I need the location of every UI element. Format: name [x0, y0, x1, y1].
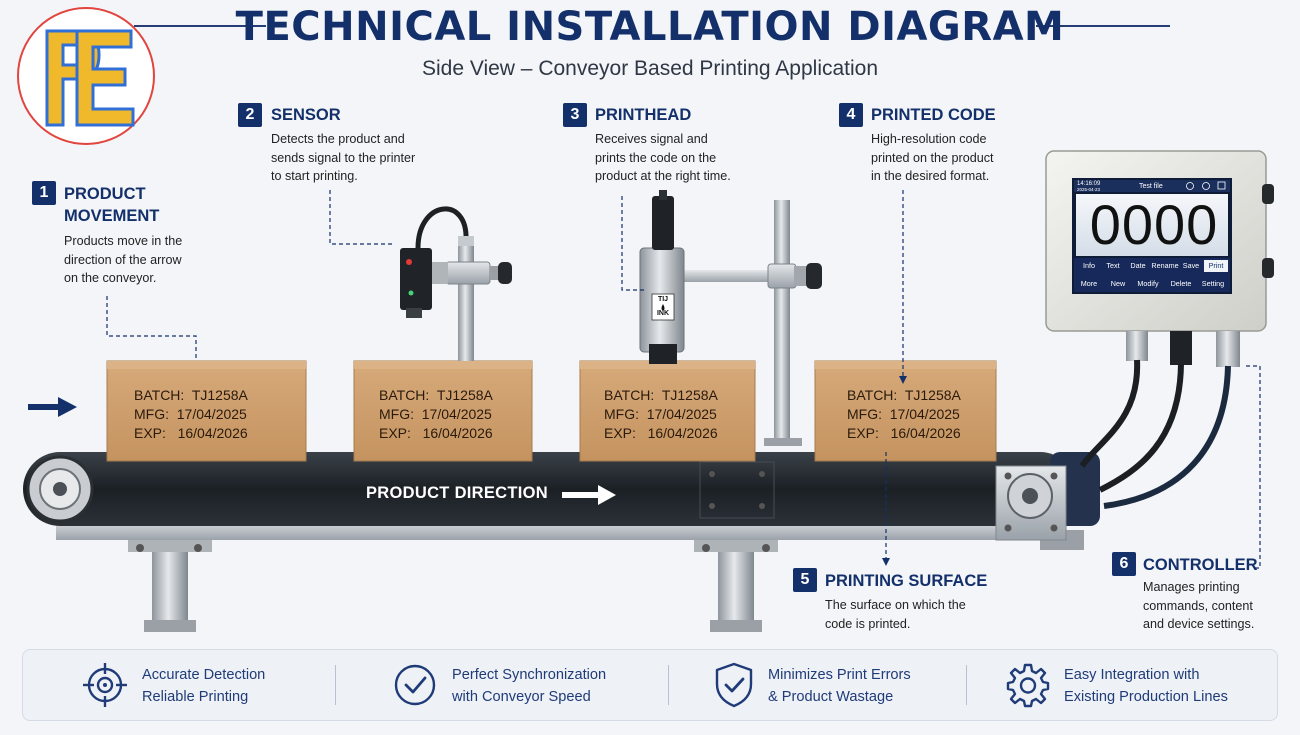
callout-5-title: PRINTING SURFACE — [825, 572, 988, 590]
feature-divider-2 — [668, 665, 669, 705]
controller-btn-info[interactable]: Info — [1083, 261, 1095, 270]
right-pulley-motor — [995, 452, 1100, 541]
features-bar — [22, 649, 1278, 721]
page-title: TECHNICAL INSTALLATION DIAGRAM — [235, 4, 1065, 50]
callout-2-description: Detects the product and sends signal to … — [271, 132, 416, 184]
carton-2-code: BATCH: TJ1258A MFG: 17/04/2025 EXP: 16/0… — [379, 387, 493, 441]
gear-icon — [1006, 663, 1050, 708]
crosshair-icon — [83, 663, 127, 707]
controller-btn-more[interactable]: More — [1080, 279, 1098, 288]
check-circle-icon — [394, 664, 436, 706]
callout-4-title: PRINTED CODE — [871, 106, 996, 124]
carton-1-code: BATCH: TJ1258A MFG: 17/04/2025 EXP: 16/0… — [134, 387, 248, 441]
controller-btn-save[interactable]: Save — [1182, 261, 1200, 270]
incoming-direction-arrow — [28, 397, 77, 417]
page-subtitle: Side View – Conveyor Based Printing Appl… — [421, 57, 879, 80]
controller-date: 2025-04-23 — [1077, 187, 1101, 192]
controller-btn-print[interactable]: Print — [1208, 261, 1224, 270]
callout-1-title: PRODUCT MOVEMENT — [64, 185, 160, 225]
controller-counter: 0000 — [1089, 193, 1219, 256]
printhead-label-line1: TIJ — [657, 296, 669, 303]
printhead-label-line2: INK — [656, 310, 670, 317]
carton-2 — [353, 360, 533, 462]
leader-lines — [106, 190, 1261, 569]
feature-1-text: Accurate Detection Reliable Printing — [142, 667, 266, 705]
callout-1-description: Products move in the direction of the ar… — [64, 234, 183, 286]
feature-3-text: Minimizes Print Errors & Product Wastage — [768, 667, 911, 705]
feature-4-text: Easy Integration with Existing Productio… — [1064, 667, 1228, 705]
callout-2-title: SENSOR — [271, 106, 341, 124]
logo-mark — [45, 29, 135, 127]
feature-divider-3 — [966, 665, 967, 705]
printhead-unit — [639, 190, 822, 446]
callout-1-badge: 1 — [32, 181, 56, 205]
belt-direction-arrow — [562, 485, 616, 505]
carton-3-code: BATCH: TJ1258A MFG: 17/04/2025 EXP: 16/0… — [604, 387, 718, 441]
left-pulley — [26, 455, 94, 523]
callout-4-description: High-resolution code printed on the prod… — [871, 132, 994, 184]
carton-1 — [106, 360, 307, 462]
controller-btn-date[interactable]: Date — [1130, 261, 1146, 270]
callout-6-description: Manages printing commands, content and d… — [1143, 580, 1255, 632]
controller-unit — [1045, 150, 1274, 509]
shield-check-icon — [715, 662, 753, 708]
feature-2-text: Perfect Synchronization with Conveyor Sp… — [452, 667, 607, 705]
callout-3-badge: 3 — [563, 103, 587, 127]
conveyor-leg-left — [128, 538, 212, 632]
controller-file-name: Test file — [1139, 183, 1163, 190]
feature-divider-1 — [335, 665, 336, 705]
title-rule-left — [134, 25, 266, 27]
callout-6-title: CONTROLLER — [1143, 556, 1258, 574]
carton-4-code: BATCH: TJ1258A MFG: 17/04/2025 EXP: 16/0… — [847, 387, 961, 441]
company-logo — [17, 7, 155, 145]
conveyor-leg-right — [694, 538, 778, 632]
sensor-unit — [400, 206, 512, 361]
callout-3-description: Receives signal and prints the code on t… — [595, 132, 731, 184]
controller-btn-text[interactable]: Text — [1106, 261, 1120, 270]
controller-btn-modify[interactable]: Modify — [1137, 279, 1159, 288]
callout-3-title: PRINTHEAD — [595, 106, 692, 124]
callout-2-badge: 2 — [238, 103, 262, 127]
controller-btn-new[interactable]: New — [1110, 279, 1126, 288]
controller-btn-delete[interactable]: Delete — [1170, 279, 1192, 288]
callout-5-badge: 5 — [793, 568, 817, 592]
printhead-label: TIJ INK — [653, 296, 673, 318]
controller-btn-setting[interactable]: Setting — [1201, 279, 1225, 288]
controller-time: 14:16:09 — [1077, 181, 1101, 187]
carton-3 — [579, 360, 756, 462]
callout-6-badge: 6 — [1112, 552, 1136, 576]
callout-4-badge: 4 — [839, 103, 863, 127]
product-direction-label: PRODUCT DIRECTION — [366, 484, 549, 502]
conveyor-belt — [23, 452, 1077, 526]
controller-btn-rename[interactable]: Rename — [1151, 261, 1179, 270]
title-rule-right — [1036, 25, 1170, 27]
callout-5-description: The surface on which the code is printed… — [825, 598, 966, 631]
